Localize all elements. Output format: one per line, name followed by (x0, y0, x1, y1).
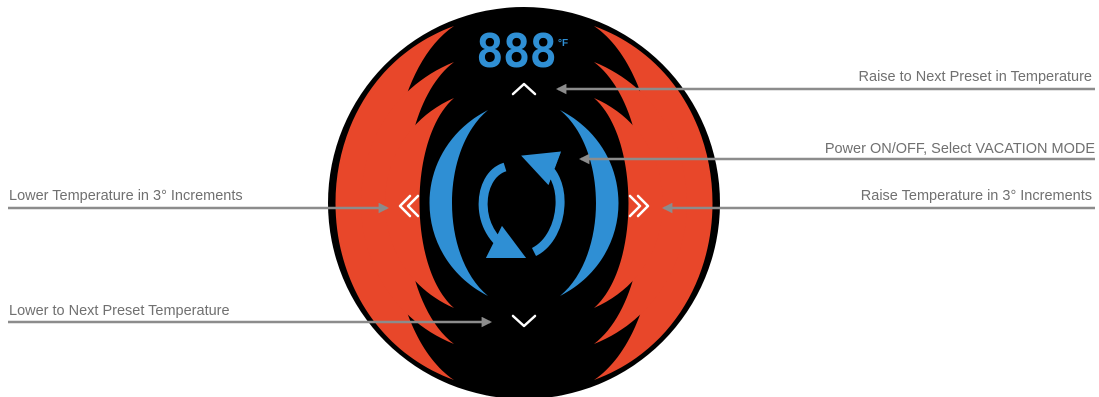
temperature-display: 888 °F (476, 24, 568, 78)
callout-label-power: Power ON/OFF, Select VACATION MODE (825, 141, 1096, 157)
callout-label-raise-temp: Raise Temperature in 3° Increments (861, 188, 1092, 204)
callout-label-lower-preset: Lower to Next Preset Temperature (9, 303, 230, 319)
temperature-digits: 888 (476, 24, 556, 78)
callout-label-lower-temp: Lower Temperature in 3° Increments (9, 188, 243, 204)
callout-label-raise-preset: Raise to Next Preset in Temperature (859, 69, 1092, 85)
temperature-unit: °F (558, 38, 568, 49)
